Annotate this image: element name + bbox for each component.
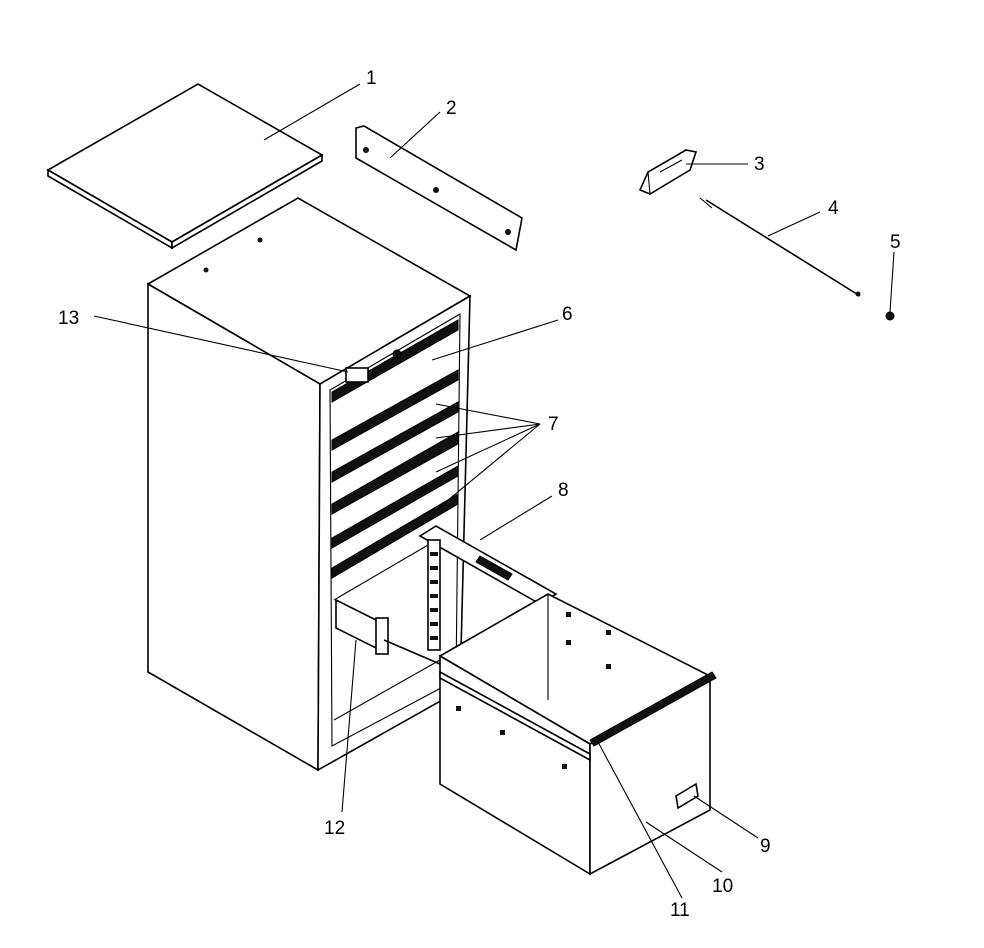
drawer-assembly: [438, 593, 717, 876]
part-3-small-bracket: [638, 149, 698, 195]
callout-13: 13: [58, 308, 79, 329]
callout-2: 2: [446, 98, 457, 119]
cabinet-body: [146, 197, 472, 772]
callout-8: 8: [558, 480, 569, 501]
callout-labels: 1 2 3 4 5 6 7 8 9 10 11 12 13: [58, 68, 901, 921]
part-1-top-panel: [46, 83, 324, 250]
part-12-lower-rail: [335, 598, 441, 665]
callout-11: 11: [670, 900, 690, 921]
callout-9: 9: [760, 836, 771, 857]
callout-6: 6: [562, 304, 573, 325]
callout-1: 1: [366, 68, 377, 89]
callout-4: 4: [828, 198, 839, 219]
callout-12: 12: [324, 818, 345, 839]
callout-10: 10: [712, 876, 733, 897]
part-4-rod: [699, 197, 861, 297]
callout-5: 5: [890, 232, 901, 253]
leader-lines: [93, 83, 895, 899]
part-2-rear-bracket: [355, 125, 523, 252]
callout-7: 7: [548, 414, 559, 435]
part-8-slide-rail: [418, 525, 558, 651]
callout-3: 3: [754, 154, 765, 175]
part-5-screw: [885, 311, 895, 321]
